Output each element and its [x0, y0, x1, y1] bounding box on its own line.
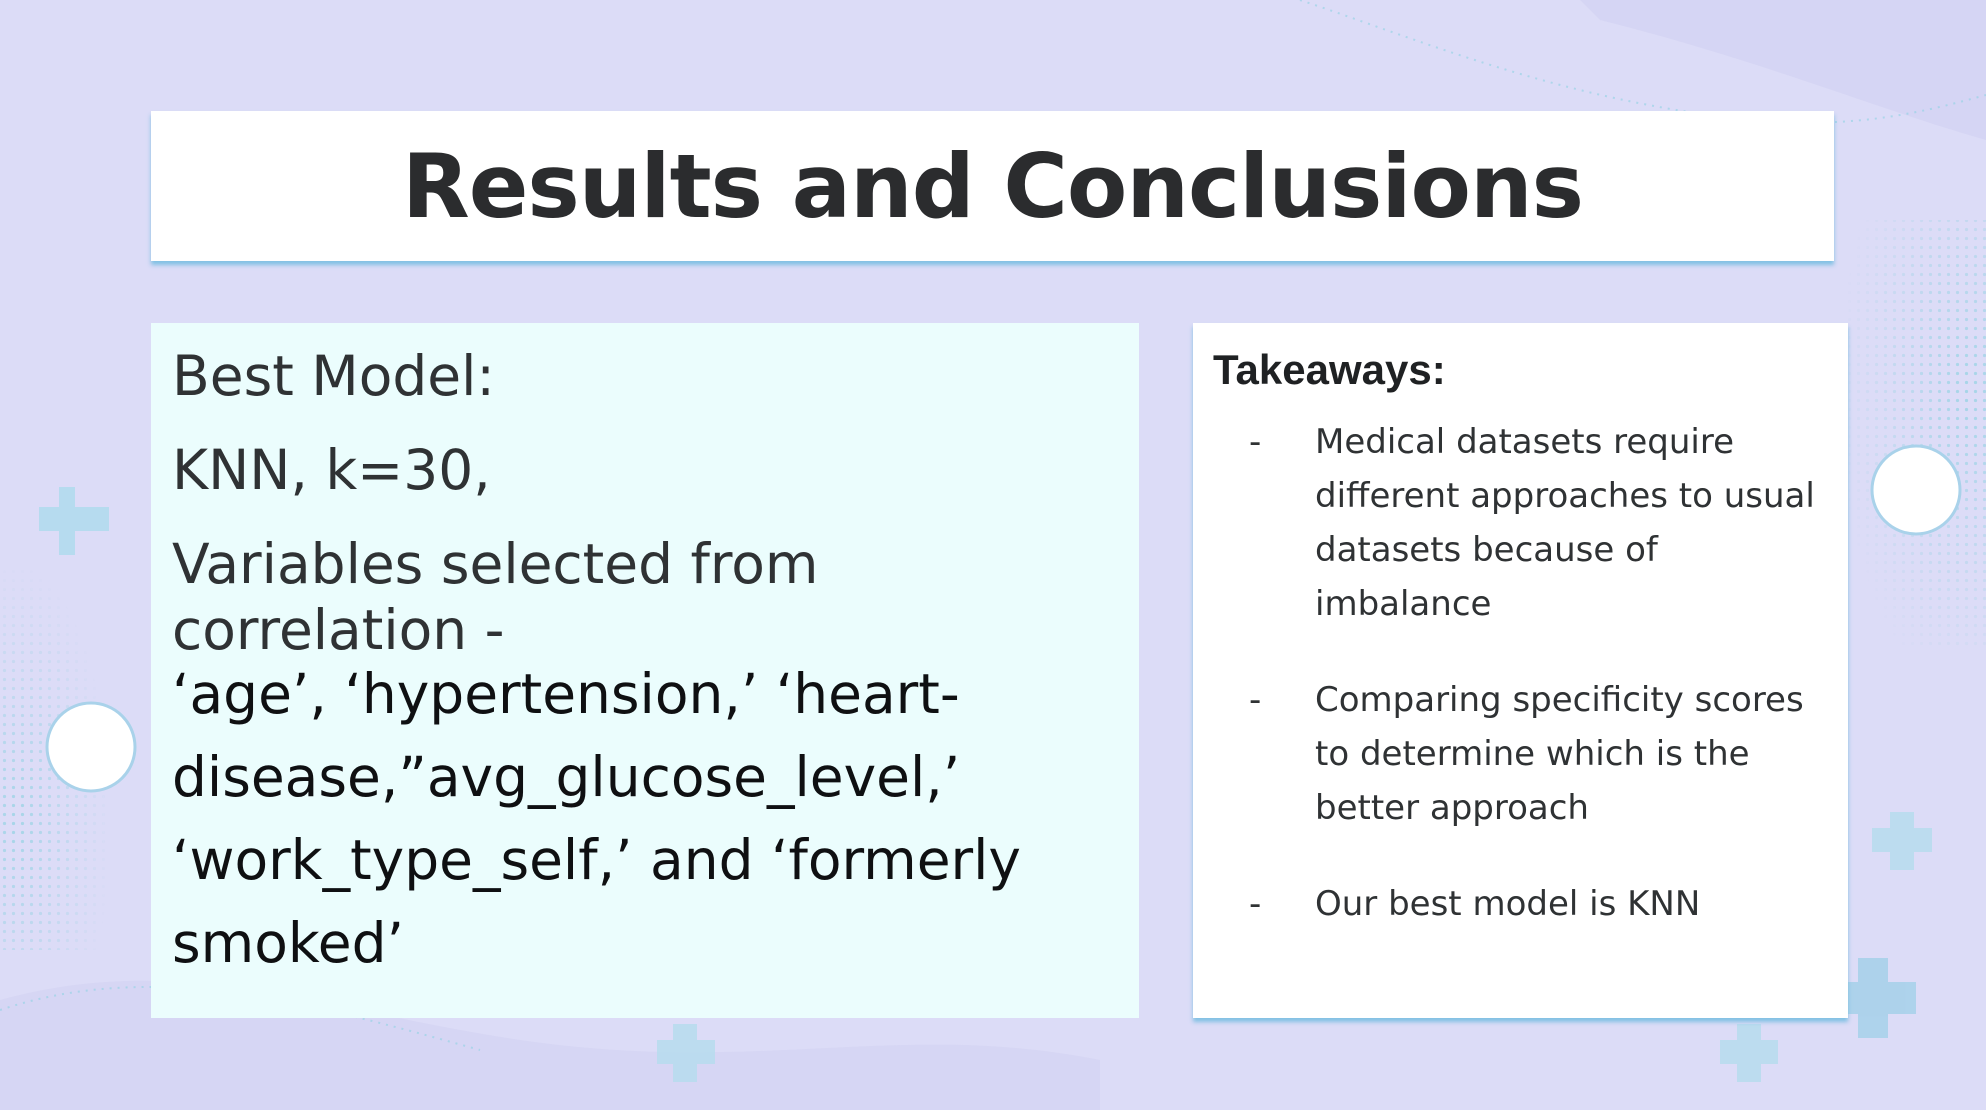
page-title: Results and Conclusions — [401, 134, 1584, 238]
takeaway-text: Medical datasets require different appro… — [1315, 422, 1815, 624]
variables-intro-line2: correlation - — [172, 598, 505, 662]
variables-list: ‘age’, ‘hypertension,’ ‘heart-disease,”a… — [172, 662, 1021, 975]
title-banner: Results and Conclusions — [151, 111, 1834, 261]
bullet-dash: - — [1249, 884, 1262, 924]
list-item: - Our best model is KNN — [1213, 877, 1834, 931]
circle-dot — [1870, 444, 1962, 536]
model-value: KNN, k=30, — [172, 438, 491, 502]
takeaways-heading: Takeaways: — [1213, 346, 1446, 393]
best-model-panel: Best Model: KNN, k=30, Variables selecte… — [151, 323, 1139, 1018]
takeaway-text: Our best model is KNN — [1315, 884, 1701, 924]
takeaways-panel: Takeaways: - Medical datasets require di… — [1193, 323, 1848, 1018]
variables-intro-line1: Variables selected from — [172, 532, 819, 596]
circle-dot — [45, 701, 137, 793]
plus-icon — [39, 487, 109, 555]
plus-icon — [1832, 958, 1916, 1038]
takeaways-list: - Medical datasets require different app… — [1213, 415, 1834, 931]
plus-icon — [657, 1024, 715, 1082]
best-model-label: Best Model: — [172, 344, 495, 408]
plus-icon — [1872, 812, 1932, 870]
takeaway-text: Comparing specificity scores to determin… — [1315, 680, 1804, 828]
bullet-dash: - — [1249, 680, 1262, 720]
plus-icon — [1720, 1024, 1778, 1082]
list-item: - Comparing specificity scores to determ… — [1213, 673, 1834, 835]
bullet-dash: - — [1249, 422, 1262, 462]
list-item: - Medical datasets require different app… — [1213, 415, 1834, 631]
